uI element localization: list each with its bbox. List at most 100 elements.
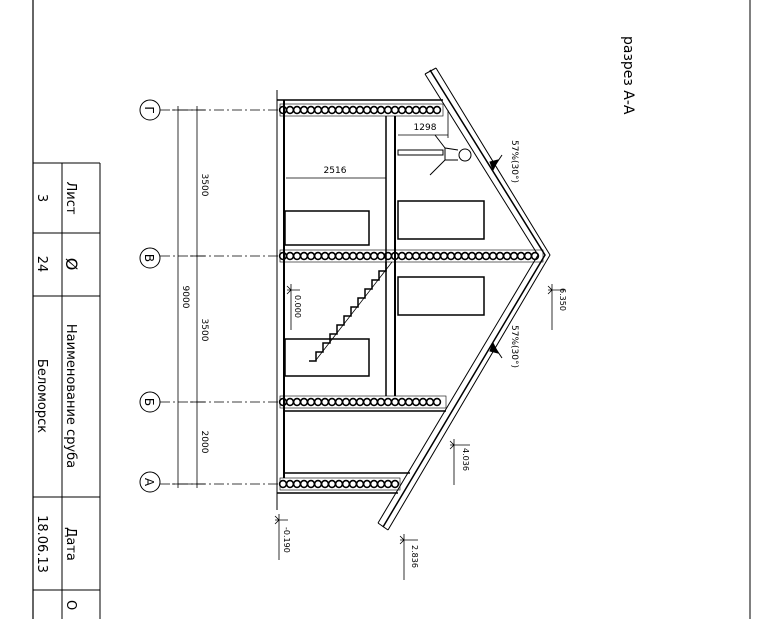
dim-span-1: 3500 <box>199 174 209 197</box>
log <box>446 251 456 261</box>
log <box>341 105 351 115</box>
log <box>313 251 323 261</box>
log <box>348 397 358 407</box>
log <box>362 105 372 115</box>
log <box>299 251 309 261</box>
log <box>327 251 337 261</box>
log <box>299 105 309 115</box>
log <box>439 251 449 261</box>
log <box>376 105 386 115</box>
log <box>383 479 393 489</box>
log <box>292 479 302 489</box>
log <box>341 479 351 489</box>
log <box>383 105 393 115</box>
name-value: Беломорск <box>34 359 49 433</box>
log <box>327 479 337 489</box>
log <box>285 397 295 407</box>
log <box>467 251 477 261</box>
log <box>530 251 540 261</box>
name-label: Наименование сруба <box>63 324 78 468</box>
log <box>411 397 421 407</box>
elev-ground: -0.190 <box>282 527 291 553</box>
log <box>306 479 316 489</box>
log <box>313 397 323 407</box>
log <box>334 397 344 407</box>
log <box>306 397 316 407</box>
log <box>348 251 358 261</box>
log <box>432 105 442 115</box>
log <box>390 479 400 489</box>
log <box>404 397 414 407</box>
log <box>369 251 379 261</box>
dim-attic-height: 1298 <box>414 123 437 133</box>
log <box>418 251 428 261</box>
log <box>397 251 407 261</box>
log <box>376 479 386 489</box>
log <box>362 479 372 489</box>
log <box>432 397 442 407</box>
log <box>481 251 491 261</box>
slope-arrows <box>489 154 503 359</box>
building-structure <box>276 67 551 531</box>
log <box>390 105 400 115</box>
log <box>355 105 365 115</box>
axis-a: А <box>142 478 156 487</box>
log <box>383 397 393 407</box>
log <box>327 397 337 407</box>
elev-ridge: 6.350 <box>558 288 567 311</box>
log <box>278 479 288 489</box>
log <box>341 397 351 407</box>
section-title: разрез А-А <box>620 36 636 115</box>
log <box>376 397 386 407</box>
log <box>369 105 379 115</box>
log <box>474 251 484 261</box>
axis-g: Г <box>142 106 156 113</box>
log <box>285 479 295 489</box>
log <box>418 105 428 115</box>
log <box>425 105 435 115</box>
log <box>292 251 302 261</box>
log <box>460 251 470 261</box>
elev-eave-upper: 4.036 <box>461 448 470 471</box>
log <box>390 397 400 407</box>
log <box>348 105 358 115</box>
date-label: Дата <box>63 527 78 561</box>
dim-overall: 9000 <box>180 286 190 309</box>
axis-markers: Г В Б А <box>139 99 280 493</box>
elevation-marks <box>274 284 565 580</box>
frame <box>32 0 751 619</box>
log <box>348 479 358 489</box>
log <box>453 251 463 261</box>
log <box>495 251 505 261</box>
log <box>285 251 295 261</box>
log <box>334 251 344 261</box>
log <box>509 251 519 261</box>
dim-span-2: 3500 <box>199 319 209 342</box>
title-block: Лист 3 Ø 24 Наименование сруба Беломорск… <box>33 162 101 619</box>
dimension-lines <box>172 106 449 488</box>
elevation-mark <box>274 514 288 560</box>
elev-eave-lower: 2.836 <box>410 545 419 568</box>
log <box>306 251 316 261</box>
log <box>334 105 344 115</box>
sheet-value: 3 <box>34 194 49 202</box>
dim-span-3: 2000 <box>199 431 209 454</box>
sheet-label: Лист <box>63 182 78 215</box>
log <box>355 251 365 261</box>
date-value: 18.06.13 <box>34 515 49 573</box>
log <box>376 251 386 261</box>
log <box>320 105 330 115</box>
log <box>306 105 316 115</box>
log <box>355 479 365 489</box>
log <box>516 251 526 261</box>
log <box>327 105 337 115</box>
log <box>397 397 407 407</box>
log <box>313 105 323 115</box>
log <box>299 479 309 489</box>
log <box>320 479 330 489</box>
axis-v: В <box>142 254 156 262</box>
cut-label: О <box>63 600 78 610</box>
log <box>425 397 435 407</box>
elevation-mark <box>286 284 300 330</box>
